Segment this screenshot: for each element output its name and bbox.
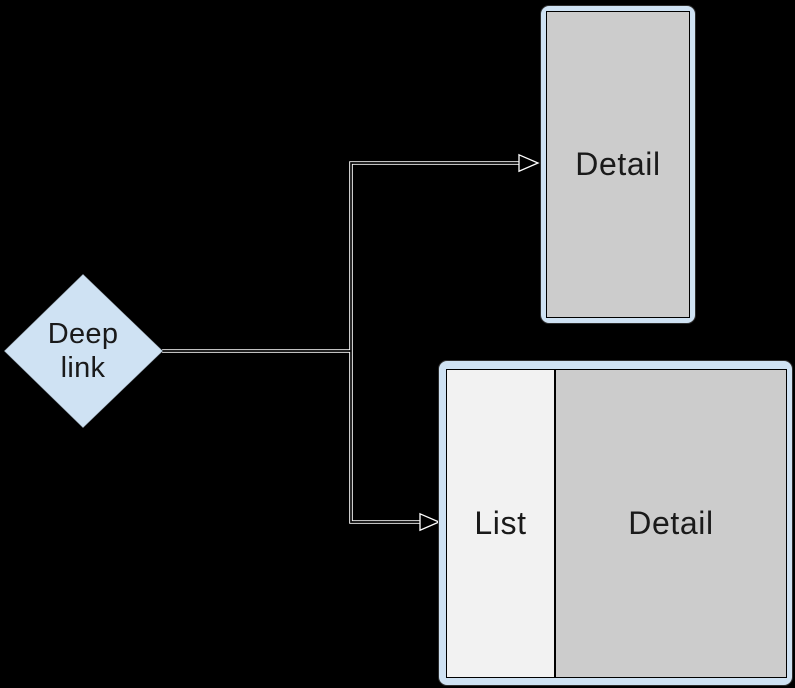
tablet-screen: List Detail — [446, 369, 787, 678]
connector-to-phone-core — [350, 162, 519, 351]
detail-pane: Detail — [556, 370, 786, 677]
connector-to-tablet-core — [350, 351, 420, 523]
list-pane-label: List — [474, 505, 527, 541]
arrowhead-to-tablet — [419, 512, 441, 532]
deep-link-label: Deep link — [47, 318, 119, 384]
list-pane: List — [447, 370, 556, 677]
phone-detail-label: Detail — [575, 146, 661, 182]
tablet-frame: List Detail — [438, 360, 793, 686]
connector-to-phone-casing — [349, 161, 519, 351]
phone-detail-screen: Detail — [546, 11, 690, 318]
detail-pane-label: Detail — [628, 505, 714, 541]
phone-frame: Detail — [540, 5, 696, 324]
arrowhead-to-phone — [518, 153, 540, 173]
connector-to-tablet-casing — [349, 351, 420, 524]
